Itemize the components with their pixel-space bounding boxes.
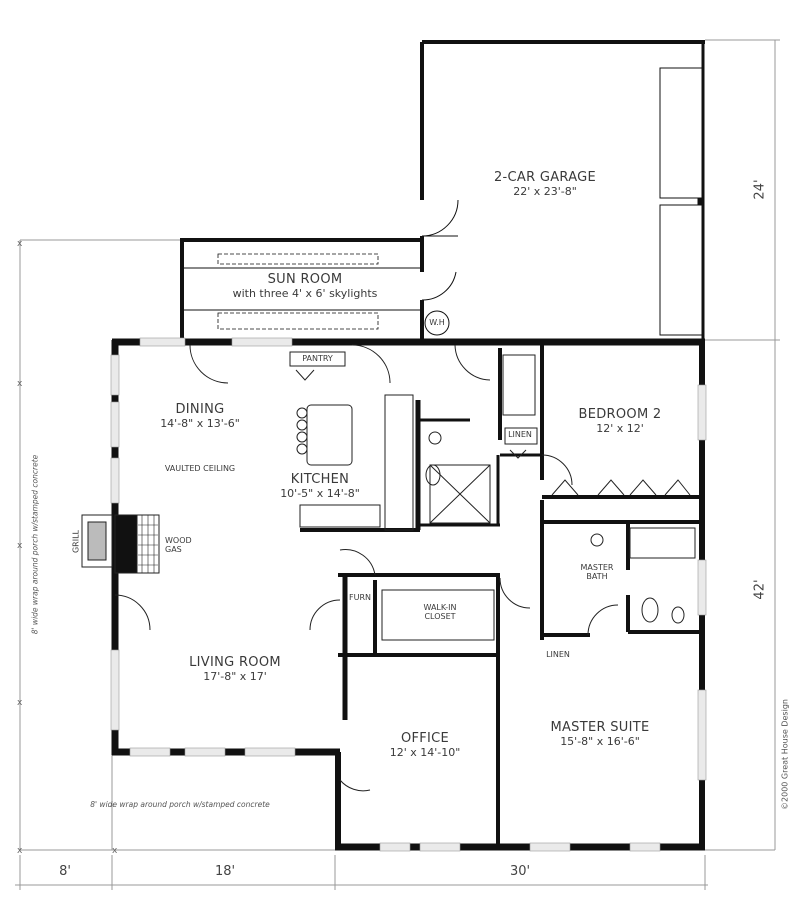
grill-label: GRILL [71, 529, 81, 554]
svg-text:x: x [17, 379, 23, 389]
sun-room-name: SUN ROOM [267, 272, 343, 287]
kitchen-label: KITCHEN 10'-5" x 14'-8" [270, 472, 370, 500]
master-suite-label: MASTER SUITE 15'-8" x 16'-6" [530, 720, 670, 748]
kitchen-size: 10'-5" x 14'-8" [280, 487, 360, 500]
dining-name: DINING [175, 402, 225, 417]
vaulted-ceiling-note: VAULTED CEILING [164, 464, 236, 473]
svg-text:x: x [17, 698, 23, 708]
svg-text:x: x [112, 846, 118, 856]
garage-size: 22' x 23'-8" [513, 185, 577, 198]
pantry-label: PANTRY [302, 354, 333, 363]
walk-in-closet-label: WALK-IN CLOSET [405, 603, 475, 621]
master-bath-label: MASTER BATH [572, 563, 622, 581]
dim-right-24: 24' [752, 179, 768, 200]
office-size: 12' x 14'-10" [389, 746, 461, 759]
dim-bottom-8: 8' [59, 864, 71, 879]
master-bath-line1: MASTER [580, 563, 614, 572]
living-room-name: LIVING ROOM [189, 655, 281, 670]
office-label: OFFICE 12' x 14'-10" [370, 731, 480, 759]
dining-size: 14'-8" x 13'-6" [160, 417, 240, 430]
linen-hall-label: LINEN [508, 430, 532, 439]
sun-room-note: with three 4' x 6' skylights [232, 287, 378, 300]
kitchen-name: KITCHEN [290, 472, 350, 487]
garage-label: 2-CAR GARAGE 22' x 23'-8" [470, 170, 620, 198]
svg-text:x: x [17, 846, 23, 856]
living-room-size: 17'-8" x 17' [203, 670, 267, 683]
bedroom2-name: BEDROOM 2 [578, 407, 662, 422]
master-suite-size: 15'-8" x 16'-6" [560, 735, 640, 748]
linen-bath-label: LINEN [546, 650, 570, 659]
bedroom2-label: BEDROOM 2 12' x 12' [560, 407, 680, 435]
master-bath-line2: BATH [586, 572, 608, 581]
dim-bottom-18: 18' [214, 864, 236, 879]
svg-text:x: x [17, 541, 23, 551]
dim-bottom-30: 30' [509, 864, 531, 879]
copyright: ©2000 Great House Design [780, 699, 790, 810]
walk-in-line2: CLOSET [424, 612, 456, 621]
porch-note-bottom: 8' wide wrap around porch w/stamped conc… [90, 800, 270, 809]
furnace-label: FURN [349, 593, 371, 602]
walk-in-line1: WALK-IN [423, 603, 457, 612]
dining-label: DINING 14'-8" x 13'-6" [145, 402, 255, 430]
fireplace-label: WOOD GAS [165, 536, 205, 554]
master-suite-name: MASTER SUITE [550, 720, 650, 735]
bedroom2-size: 12' x 12' [596, 422, 644, 435]
dim-right-42: 42' [752, 579, 768, 600]
office-name: OFFICE [400, 731, 450, 746]
fireplace-line1: WOOD [165, 536, 192, 545]
living-room-label: LIVING ROOM 17'-8" x 17' [170, 655, 300, 683]
fireplace-line2: GAS [165, 545, 182, 554]
sun-room-label: SUN ROOM with three 4' x 6' skylights [200, 272, 410, 300]
porch-note-left: 8' wide wrap around porch w/stamped conc… [30, 454, 40, 635]
water-heater-label: W.H [429, 318, 445, 327]
svg-text:x: x [17, 239, 23, 249]
garage-name: 2-CAR GARAGE [493, 170, 597, 185]
